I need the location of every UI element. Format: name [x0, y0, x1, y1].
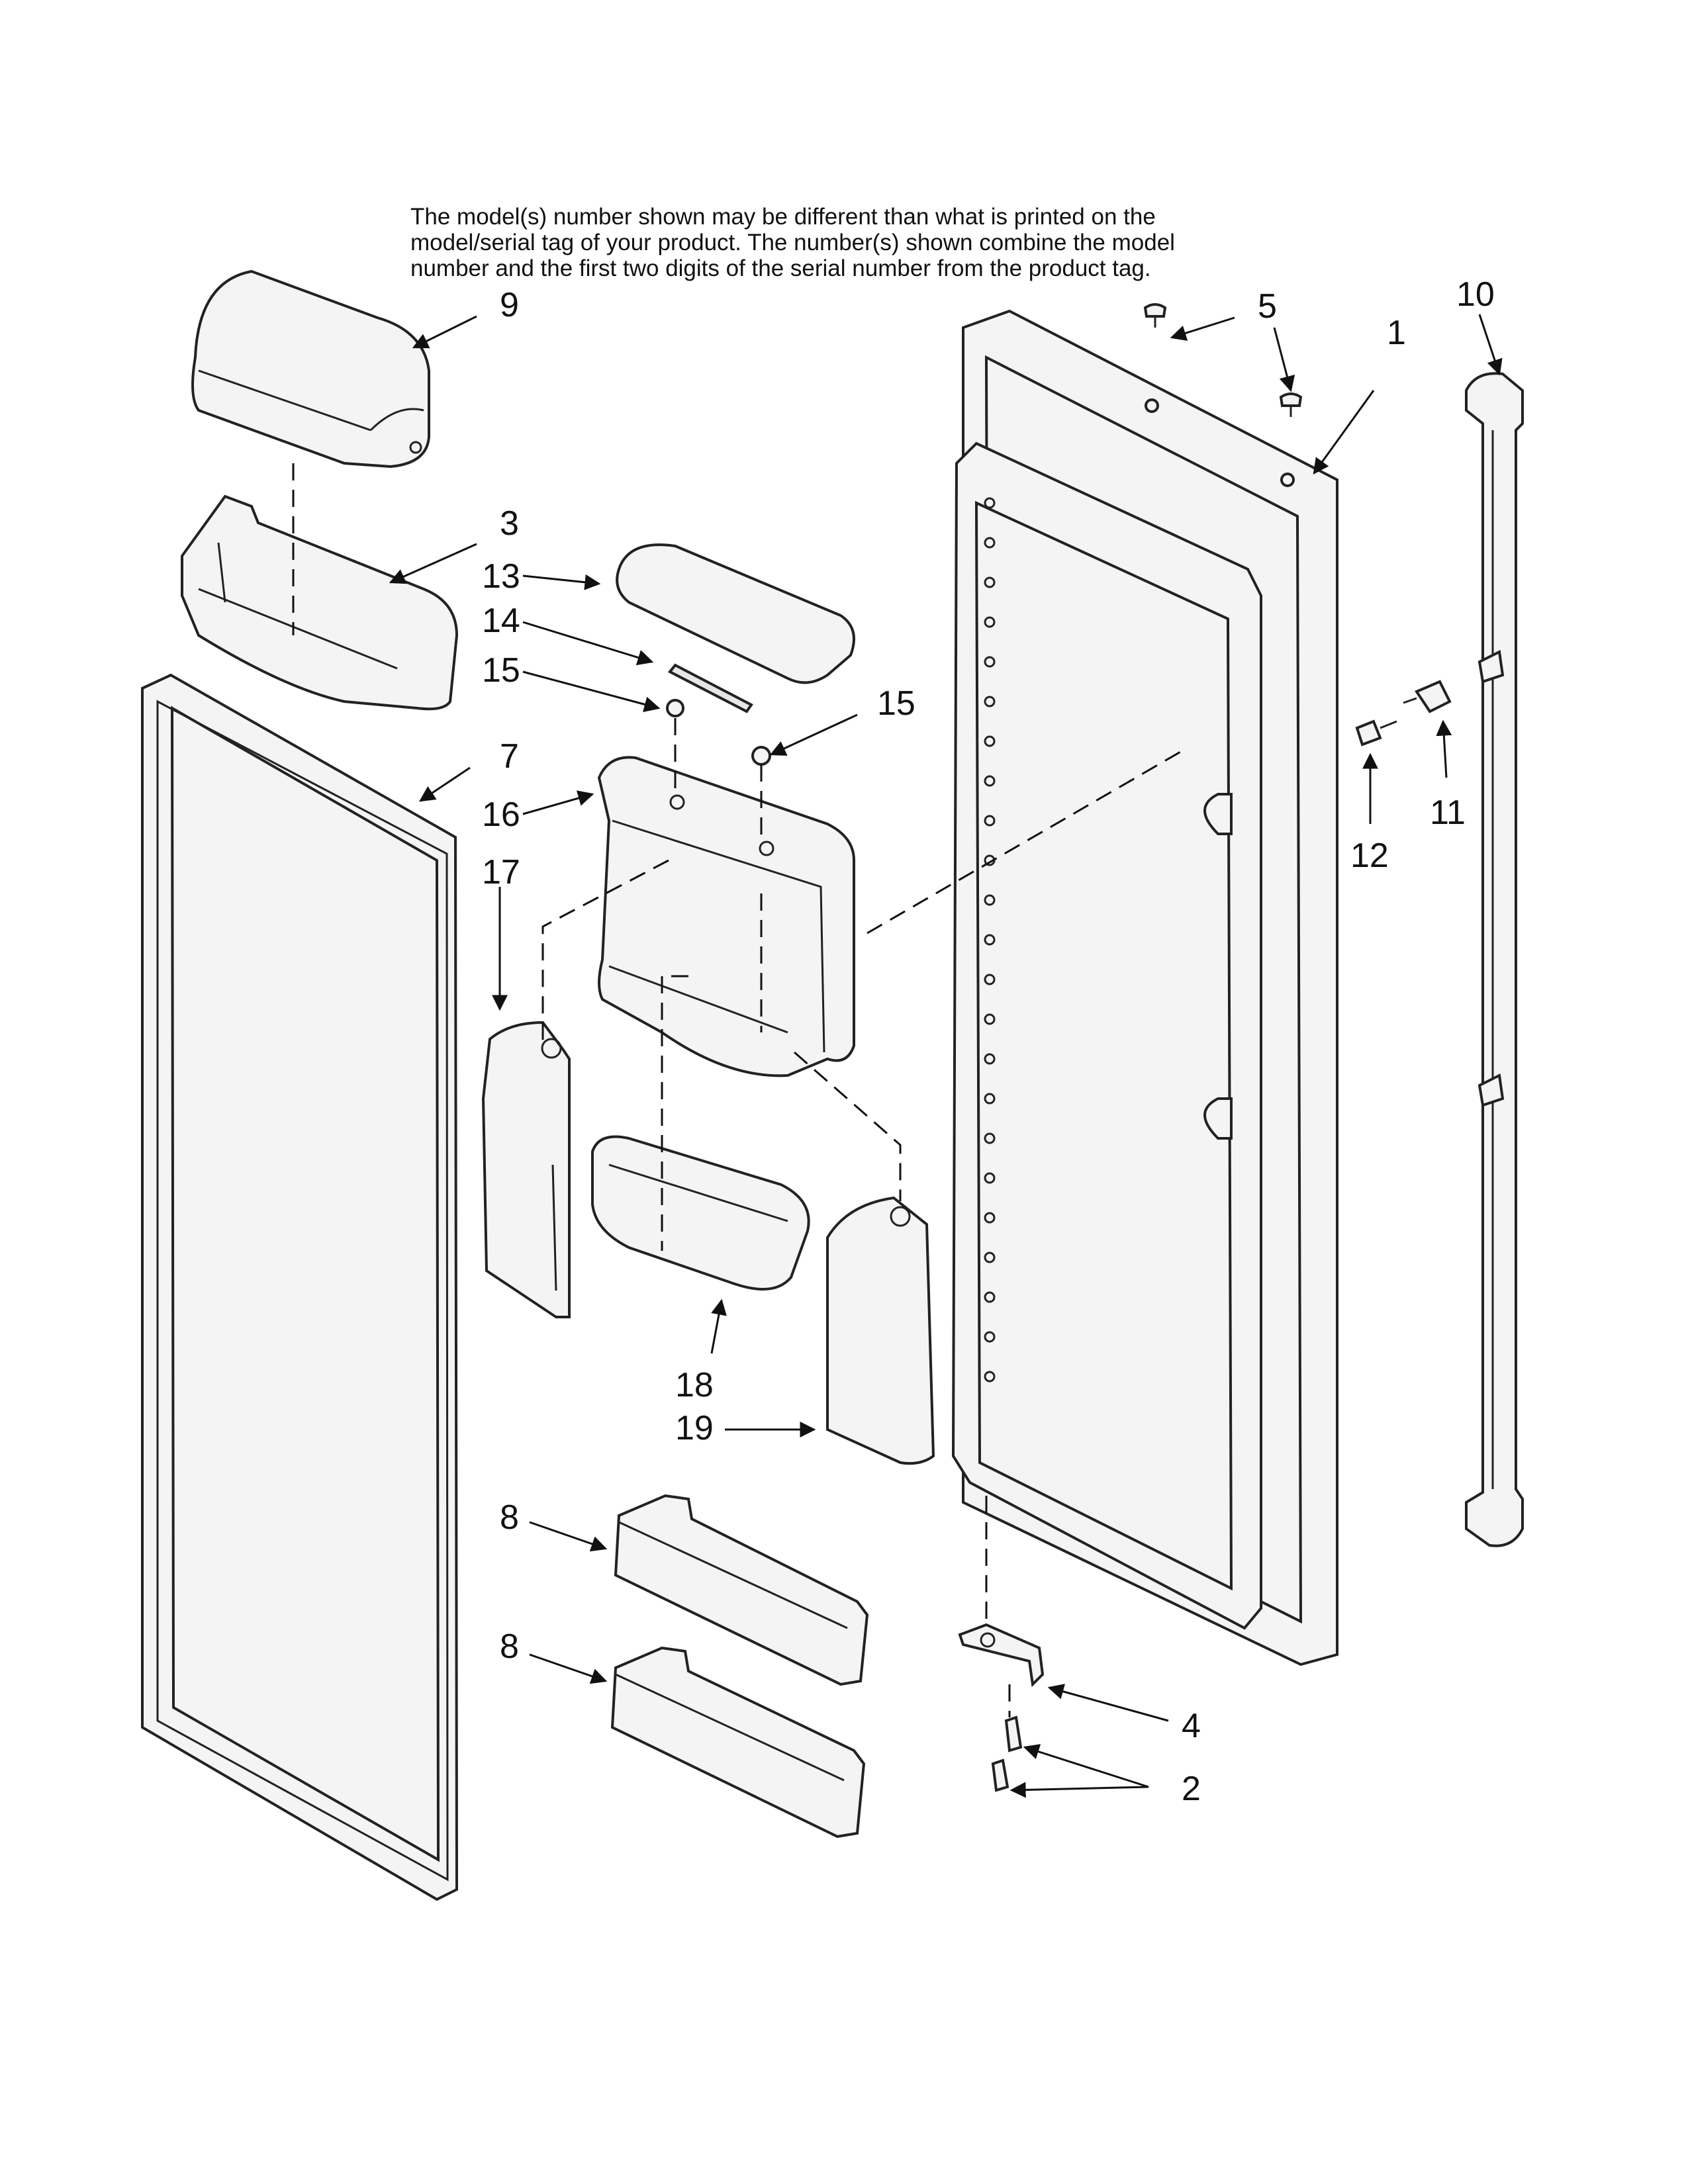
link-part: [667, 663, 753, 713]
bin-cover-part: [616, 543, 855, 684]
assembly-lines: [292, 463, 1182, 1717]
handle-spacer-part: [1403, 680, 1452, 713]
callout-15-left: 15: [482, 651, 520, 690]
pivot-left-part: [666, 699, 684, 717]
door-assembly-part: [951, 309, 1338, 1666]
callout-8-lower: 8: [500, 1627, 519, 1666]
plug-part-right: [1279, 392, 1303, 417]
handle-screw-part: [1355, 719, 1397, 747]
callout-14: 14: [482, 602, 520, 640]
callout-12: 12: [1350, 837, 1389, 875]
plug-part-left: [1143, 303, 1167, 328]
callout-13: 13: [482, 557, 520, 596]
right-door-bin-part: [826, 1196, 935, 1465]
callout-18: 18: [675, 1366, 714, 1404]
left-door-bin-part: [481, 1021, 571, 1318]
door-gasket-part: [141, 673, 459, 1901]
hinge-bracket-part: [958, 1623, 1045, 1688]
note-line-1: The model(s) number shown may be differe…: [410, 204, 1156, 230]
note-line-3: number and the first two digits of the s…: [410, 255, 1151, 281]
callout-2: 2: [1182, 1770, 1201, 1808]
door-shelf-lower-part: [610, 1646, 866, 1839]
hinge-screw-upper-part: [1004, 1715, 1023, 1752]
callout-5: 5: [1258, 287, 1277, 326]
callout-7: 7: [500, 737, 519, 776]
door-bin-clips: [984, 497, 996, 1383]
callout-4: 4: [1182, 1707, 1201, 1745]
callout-10: 10: [1456, 275, 1495, 314]
callout-8-upper: 8: [500, 1498, 519, 1537]
callout-9: 9: [500, 286, 519, 324]
leader-lines: [389, 314, 1503, 1798]
door-shelf-upper-part: [614, 1494, 869, 1686]
callout-11: 11: [1430, 794, 1466, 832]
small-tray-part: [591, 1135, 810, 1291]
door-handle-part: [1465, 372, 1524, 1547]
callout-3: 3: [500, 504, 519, 543]
callout-16: 16: [482, 796, 520, 834]
callout-17: 17: [482, 853, 520, 891]
callout-1: 1: [1387, 314, 1406, 352]
hinge-screw-lower-part: [991, 1758, 1009, 1792]
dairy-cover-part: [191, 269, 430, 469]
bin-frame-part: [597, 756, 855, 1077]
note-line-2: model/serial tag of your product. The nu…: [410, 230, 1175, 255]
callout-15-right: 15: [877, 684, 915, 723]
callout-19: 19: [675, 1409, 714, 1447]
pivot-right-part: [751, 746, 771, 766]
model-number-note: The model(s) number shown may be differe…: [410, 204, 1324, 281]
dairy-bin-part: [181, 494, 459, 711]
